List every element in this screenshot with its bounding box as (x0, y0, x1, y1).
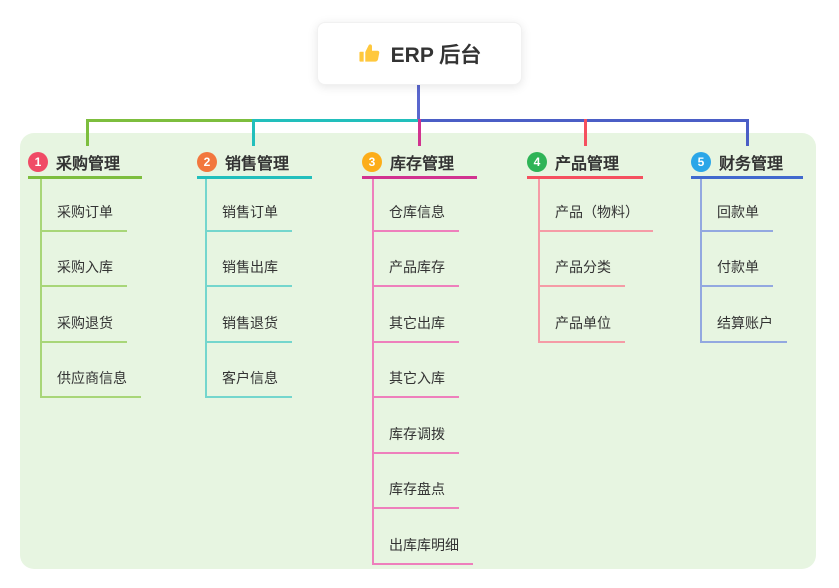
branch-sales-vline (205, 179, 207, 398)
node-label: 仓库信息 (372, 202, 459, 232)
node-sales-return[interactable]: 销售退货 (205, 287, 292, 343)
node-outbound-detail[interactable]: 出库库明细 (372, 509, 473, 565)
node-label: 其它出库 (372, 313, 459, 343)
branch-inventory-label: 库存管理 (390, 156, 455, 173)
branch-purchase-label: 采购管理 (56, 156, 121, 173)
branch-finance-vline (700, 179, 702, 343)
branch-product-items: 产品（物料） 产品分类 产品单位 (538, 176, 653, 343)
root-title: ERP 后台 (390, 43, 482, 67)
branch-purchase-header[interactable]: 1 采购管理 (28, 148, 142, 179)
node-product-unit[interactable]: 产品单位 (538, 287, 653, 343)
node-receipt-order[interactable]: 回款单 (700, 176, 787, 232)
node-label: 出库库明细 (372, 535, 473, 565)
node-product-category[interactable]: 产品分类 (538, 232, 653, 287)
node-purchase-order[interactable]: 采购订单 (40, 176, 141, 232)
node-label: 付款单 (700, 257, 773, 287)
branch-finance-items: 回款单 付款单 结算账户 (700, 176, 787, 343)
node-label: 产品单位 (538, 313, 625, 343)
node-label: 销售订单 (205, 202, 292, 232)
node-purchase-return[interactable]: 采购退货 (40, 287, 141, 343)
node-purchase-inbound[interactable]: 采购入库 (40, 232, 141, 287)
branch-product-header[interactable]: 4 产品管理 (527, 148, 643, 179)
node-label: 产品分类 (538, 257, 625, 287)
node-other-outbound[interactable]: 其它出库 (372, 287, 473, 343)
branch-purchase-vline (40, 179, 42, 398)
branch-finance-header[interactable]: 5 财务管理 (691, 148, 803, 179)
branch-purchase: 1 采购管理 采购订单 采购入库 采购退货 供应商信息 (28, 148, 142, 398)
node-label: 库存盘点 (372, 479, 459, 509)
node-label: 其它入库 (372, 368, 459, 398)
node-stock-transfer[interactable]: 库存调拨 (372, 398, 473, 454)
connector-drop-product (584, 119, 587, 146)
branch-product: 4 产品管理 产品（物料） 产品分类 产品单位 (527, 148, 653, 343)
node-label: 采购订单 (40, 202, 127, 232)
branch-finance-label: 财务管理 (719, 156, 784, 173)
node-label: 结算账户 (700, 313, 787, 343)
connector-drop-finance (746, 119, 749, 146)
node-label: 库存调拨 (372, 424, 459, 454)
node-customer-info[interactable]: 客户信息 (205, 343, 292, 398)
badge-5: 5 (691, 152, 711, 172)
branch-finance: 5 财务管理 回款单 付款单 结算账户 (691, 148, 803, 343)
branch-inventory-header[interactable]: 3 库存管理 (362, 148, 477, 179)
node-label: 回款单 (700, 202, 773, 232)
node-label: 采购退货 (40, 313, 127, 343)
node-supplier-info[interactable]: 供应商信息 (40, 343, 141, 398)
node-product-stock[interactable]: 产品库存 (372, 232, 473, 287)
connector-drop-inventory (418, 119, 421, 146)
branch-sales: 2 销售管理 销售订单 销售出库 销售退货 客户信息 (197, 148, 312, 398)
node-sales-order[interactable]: 销售订单 (205, 176, 292, 232)
branch-inventory: 3 库存管理 仓库信息 产品库存 其它出库 其它入库 库存调拨 库存盘点 出库库… (362, 148, 477, 565)
badge-3: 3 (362, 152, 382, 172)
branch-sales-items: 销售订单 销售出库 销售退货 客户信息 (205, 176, 292, 398)
branch-product-label: 产品管理 (555, 156, 620, 173)
branch-inventory-items: 仓库信息 产品库存 其它出库 其它入库 库存调拨 库存盘点 出库库明细 (372, 176, 473, 565)
root-node[interactable]: ERP 后台 (317, 22, 522, 85)
node-label: 产品（物料） (538, 202, 653, 232)
node-product-material[interactable]: 产品（物料） (538, 176, 653, 232)
thumbs-up-icon (358, 42, 381, 65)
badge-4: 4 (527, 152, 547, 172)
badge-2: 2 (197, 152, 217, 172)
connector-trunk-green (86, 119, 253, 122)
node-warehouse-info[interactable]: 仓库信息 (372, 176, 473, 232)
branch-purchase-items: 采购订单 采购入库 采购退货 供应商信息 (40, 176, 141, 398)
branch-product-vline (538, 179, 540, 343)
connector-drop-purchase (86, 119, 89, 146)
node-settlement-account[interactable]: 结算账户 (700, 287, 787, 343)
node-label: 销售退货 (205, 313, 292, 343)
branch-sales-header[interactable]: 2 销售管理 (197, 148, 312, 179)
node-payment-order[interactable]: 付款单 (700, 232, 787, 287)
node-label: 采购入库 (40, 257, 127, 287)
node-stock-count[interactable]: 库存盘点 (372, 454, 473, 509)
node-label: 客户信息 (205, 368, 292, 398)
connector-trunk-teal (253, 119, 419, 122)
connector-root-stem (417, 85, 420, 120)
node-label: 销售出库 (205, 257, 292, 287)
branch-sales-label: 销售管理 (225, 156, 290, 173)
branch-inventory-vline (372, 179, 374, 565)
badge-1: 1 (28, 152, 48, 172)
node-label: 供应商信息 (40, 368, 141, 398)
node-other-inbound[interactable]: 其它入库 (372, 343, 473, 398)
branches-panel (20, 133, 816, 569)
node-sales-outbound[interactable]: 销售出库 (205, 232, 292, 287)
node-label: 产品库存 (372, 257, 459, 287)
connector-drop-sales (252, 119, 255, 146)
